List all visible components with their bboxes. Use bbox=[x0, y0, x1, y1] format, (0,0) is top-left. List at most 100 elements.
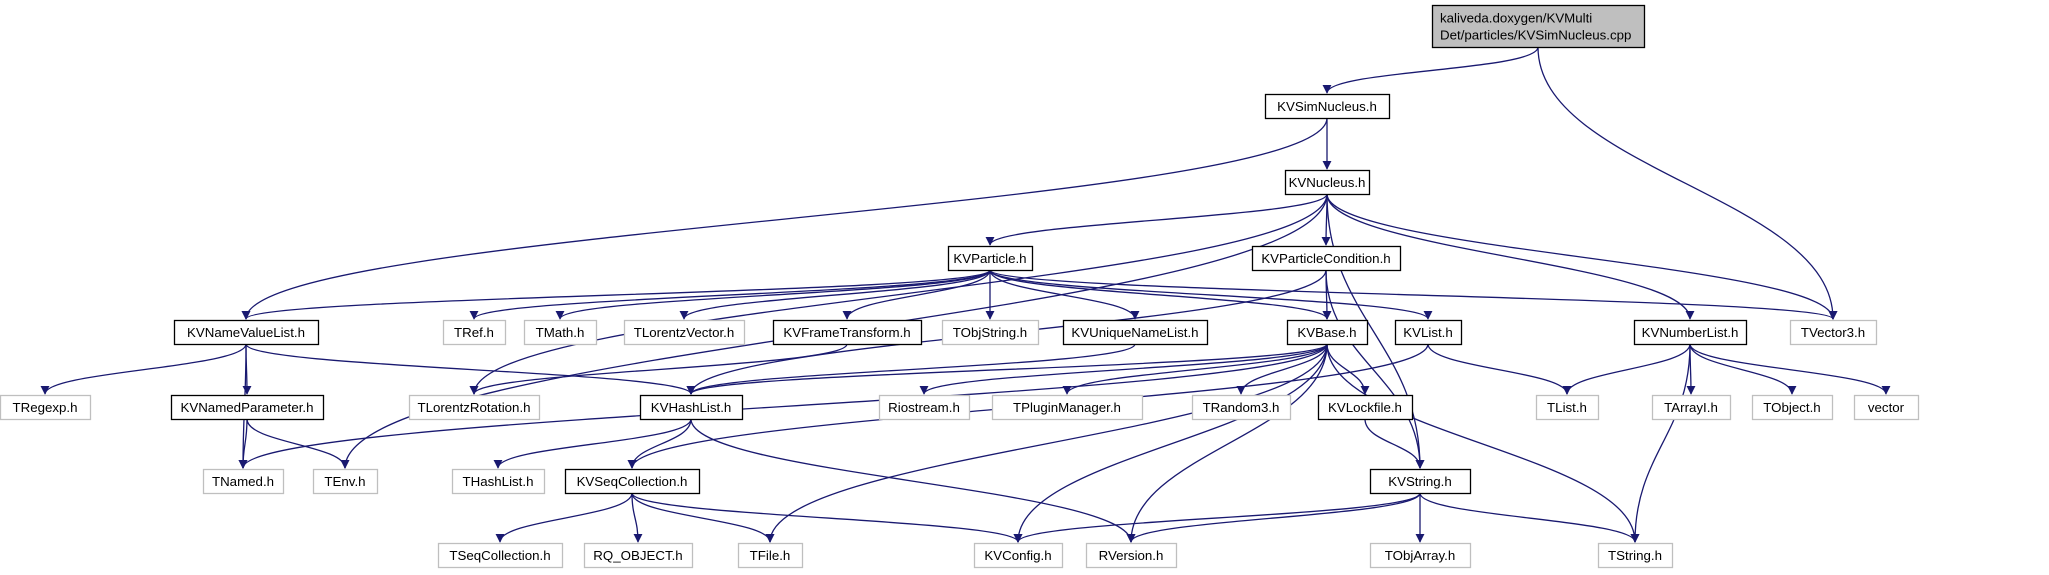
node-kvparticle[interactable]: KVParticle.h bbox=[947, 245, 1034, 272]
node-label: KVNameValueList.h bbox=[187, 325, 305, 340]
edge-kvparticle-to-kvuniquenamelist bbox=[989, 269, 1140, 320]
node-tlorentzrotation: TLorentzRotation.h bbox=[408, 394, 541, 421]
edge-kvhashlist-to-kvseqcollection bbox=[627, 418, 692, 469]
node-box bbox=[1751, 394, 1834, 421]
node-kvlockfile[interactable]: KVLockfile.h bbox=[1317, 394, 1414, 421]
node-box bbox=[1264, 93, 1391, 120]
node-kvbase[interactable]: KVBase.h bbox=[1286, 319, 1369, 346]
edge-kvnucleus-to-kvstring bbox=[1326, 193, 1425, 469]
node-box bbox=[1085, 542, 1178, 569]
node-riostream: Riostream.h bbox=[878, 394, 971, 421]
edge-kvparticle-to-kvlist bbox=[989, 269, 1433, 320]
node-box bbox=[437, 542, 564, 569]
node-kvuniquenamelist[interactable]: KVUniqueNameList.h bbox=[1062, 319, 1209, 346]
edge-kvbase-to-rversion bbox=[1126, 343, 1328, 543]
node-root[interactable]: kaliveda.doxygen/KVMultiDet/particles/KV… bbox=[1431, 4, 1646, 49]
node-box bbox=[1062, 319, 1209, 346]
edge-kvnumberlist-to-tstring bbox=[1630, 343, 1691, 543]
node-label: TRegexp.h bbox=[12, 400, 77, 415]
node-box bbox=[1633, 319, 1748, 346]
edge-root-to-tvector3 bbox=[1537, 46, 1838, 320]
node-box bbox=[947, 245, 1034, 272]
node-tlist: TList.h bbox=[1535, 394, 1600, 421]
node-tenv: TEnv.h bbox=[312, 468, 379, 495]
node-label: KVNamedParameter.h bbox=[180, 400, 313, 415]
edge-kvbase-to-trandom3 bbox=[1236, 343, 1328, 395]
node-kvstring[interactable]: KVString.h bbox=[1369, 468, 1472, 495]
edge-kvbase-to-tfile bbox=[765, 343, 1328, 543]
node-label: KVBase.h bbox=[1297, 325, 1356, 340]
node-kvparticlecondition[interactable]: KVParticleCondition.h bbox=[1251, 245, 1402, 272]
node-kvnamevaluelist[interactable]: KVNameValueList.h bbox=[173, 319, 320, 346]
node-kvseqcollection[interactable]: KVSeqCollection.h bbox=[564, 468, 701, 495]
node-label: KVParticle.h bbox=[953, 251, 1026, 266]
node-box bbox=[878, 394, 971, 421]
node-box bbox=[442, 319, 507, 346]
node-label: KVHashList.h bbox=[651, 400, 732, 415]
node-kvframetransform[interactable]: KVFrameTransform.h bbox=[772, 319, 923, 346]
node-label: Det/particles/KVSimNucleus.cpp bbox=[1440, 28, 1631, 43]
node-trandom3: TRandom3.h bbox=[1191, 394, 1292, 421]
node-box bbox=[772, 319, 923, 346]
node-kvnucleus[interactable]: KVNucleus.h bbox=[1284, 169, 1371, 196]
node-box bbox=[1317, 394, 1414, 421]
node-kvhashlist[interactable]: KVHashList.h bbox=[639, 394, 744, 421]
node-tref: TRef.h bbox=[442, 319, 507, 346]
node-box bbox=[1369, 542, 1472, 569]
node-tobjstring: TObjString.h bbox=[941, 319, 1040, 346]
node-tlorentzvector: TLorentzVector.h bbox=[623, 319, 746, 346]
node-label: KVUniqueNameList.h bbox=[1071, 325, 1198, 340]
edge-kvparticle-to-kvnamevaluelist bbox=[241, 269, 991, 320]
node-box bbox=[1853, 394, 1920, 421]
node-label: KVLockfile.h bbox=[1328, 400, 1402, 415]
node-tvector3: TVector3.h bbox=[1789, 319, 1878, 346]
node-box bbox=[623, 319, 746, 346]
node-box bbox=[0, 394, 92, 421]
edge-kvstring-to-kvconfig bbox=[1013, 492, 1421, 543]
node-label: KVString.h bbox=[1388, 474, 1452, 489]
node-box bbox=[1191, 394, 1292, 421]
edge-kvbase-to-riostream bbox=[919, 343, 1328, 395]
node-box bbox=[639, 394, 744, 421]
node-label: KVFrameTransform.h bbox=[783, 325, 910, 340]
node-box bbox=[973, 542, 1064, 569]
edge-kvnamevaluelist-to-tregexp bbox=[40, 343, 247, 395]
node-kvnumberlist[interactable]: KVNumberList.h bbox=[1633, 319, 1748, 346]
node-tpluginmanager: TPluginManager.h bbox=[991, 394, 1144, 421]
node-label: TLorentzVector.h bbox=[634, 325, 735, 340]
node-label: TString.h bbox=[1608, 548, 1662, 563]
node-tfile: TFile.h bbox=[737, 542, 804, 569]
node-kvlist[interactable]: KVList.h bbox=[1394, 319, 1463, 346]
node-box bbox=[523, 319, 598, 346]
edge-kvhashlist-to-thashlist bbox=[493, 418, 692, 469]
node-kvconfig: KVConfig.h bbox=[973, 542, 1064, 569]
node-label: THashList.h bbox=[463, 474, 534, 489]
edge-kvparticle-to-tref bbox=[469, 269, 991, 320]
node-box bbox=[1597, 542, 1674, 569]
node-tseqcollection: TSeqCollection.h bbox=[437, 542, 564, 569]
node-thashlist: THashList.h bbox=[451, 468, 546, 495]
node-label: kaliveda.doxygen/KVMulti bbox=[1440, 11, 1592, 26]
edge-kvseqcollection-to-rq-object bbox=[631, 492, 643, 543]
edge-kvnamedparameter-to-tnamed bbox=[238, 418, 248, 469]
edge-kvbase-to-tpluginmanager bbox=[1062, 343, 1328, 395]
node-box bbox=[583, 542, 694, 569]
edge-kvbase-to-kvconfig bbox=[1013, 343, 1328, 543]
edge-kvhashlist-to-rversion bbox=[690, 418, 1136, 543]
edge-kvlist-to-tlist bbox=[1427, 343, 1572, 395]
node-box bbox=[1789, 319, 1878, 346]
node-box bbox=[202, 468, 285, 495]
node-box bbox=[564, 468, 701, 495]
node-label: Riostream.h bbox=[888, 400, 960, 415]
node-kvsimnucleus[interactable]: KVSimNucleus.h bbox=[1264, 93, 1391, 120]
node-label: TFile.h bbox=[750, 548, 791, 563]
edge-kvnumberlist-to-tlist bbox=[1562, 343, 1691, 395]
node-tnamed: TNamed.h bbox=[202, 468, 285, 495]
node-label: RVersion.h bbox=[1099, 548, 1164, 563]
node-box bbox=[1369, 468, 1472, 495]
edge-kvsimnucleus-to-kvnamevaluelist bbox=[241, 117, 1328, 320]
edge-kvlockfile-to-kvstring bbox=[1364, 418, 1425, 469]
node-kvnamedparameter[interactable]: KVNamedParameter.h bbox=[170, 394, 325, 421]
edge-kvparticle-to-tmath bbox=[555, 269, 991, 320]
